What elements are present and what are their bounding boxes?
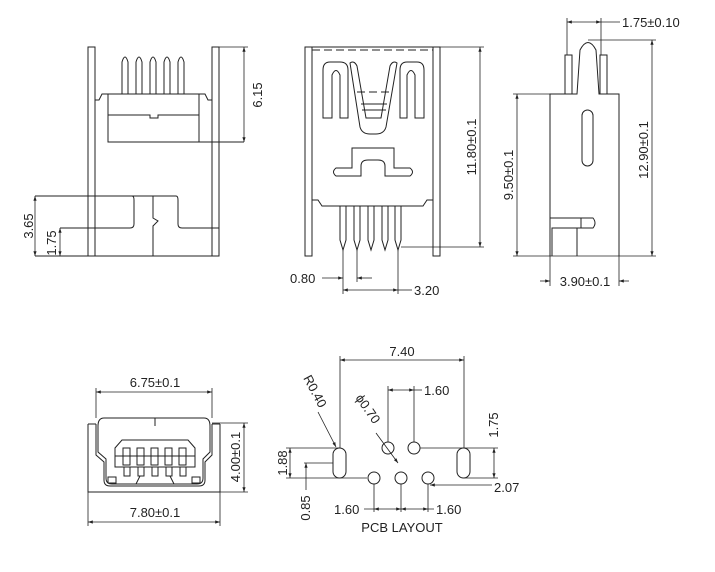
front-view: 6.75±0.1 7.80±0.1 4.00±0.1	[87, 375, 248, 526]
pin-hole	[407, 441, 421, 455]
dim-bottom-pitch-right: 1.60	[436, 502, 461, 517]
dim-hole-dia: ϕ0.70	[353, 391, 384, 426]
pin-hole	[367, 471, 381, 485]
pcb-layout: 7.40 1.60 R0.40 ϕ0.70 1.88 0.85 1.75 2.0…	[275, 344, 519, 535]
pins	[339, 206, 402, 252]
dim-height: 6.15	[250, 82, 265, 107]
dim-slot-span: 7.40	[389, 344, 414, 359]
dim-pin-width: 0.80	[290, 271, 315, 286]
dim-top-pitch: 1.60	[424, 383, 449, 398]
contacts	[107, 447, 201, 485]
side-view: 6.15 3.65 1.75	[21, 46, 265, 257]
dim-body-width: 3.90±0.1	[560, 274, 611, 289]
dim-opening-width: 6.75±0.1	[130, 375, 181, 390]
dim-pin-span: 3.20	[414, 283, 439, 298]
dim-slot-radius: R0.40	[300, 372, 330, 410]
dim-body-height: 9.50±0.1	[501, 150, 516, 201]
dim-pin-pitch: 1.75±0.10	[622, 15, 680, 30]
dim-outer-width: 7.80±0.1	[130, 505, 181, 520]
mount-slot-left	[332, 447, 347, 479]
pins	[121, 56, 185, 94]
dim-step-low: 1.75	[44, 230, 59, 255]
dim-bottom-pitch-left: 1.60	[334, 502, 359, 517]
dim-slot-offset: 0.85	[298, 495, 313, 520]
top-view: 11.80±0.1 0.80 3.20	[290, 46, 484, 298]
pcb-layout-title: PCB LAYOUT	[361, 520, 442, 535]
end-view: 1.75±0.10 12.90±0.1 9.50±0.1 3.90±0.1	[501, 15, 680, 289]
pin-hole	[394, 471, 408, 485]
dim-height: 11.80±0.1	[464, 119, 479, 176]
dim-step-high: 3.65	[21, 213, 36, 238]
dim-total-height: 12.90±0.1	[636, 121, 651, 179]
dim-slot-length: 1.88	[275, 450, 290, 475]
dim-edge-offset: 2.07	[494, 480, 519, 495]
dim-height: 4.00±0.1	[228, 432, 243, 483]
pin-hole	[421, 471, 435, 485]
mount-slot-right	[456, 447, 471, 479]
dim-row-gap: 1.75	[486, 412, 501, 437]
